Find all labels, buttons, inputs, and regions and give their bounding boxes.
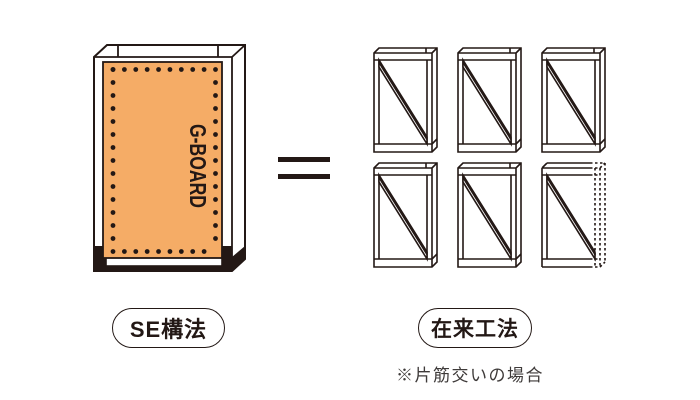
- brace-frame-2: [457, 47, 522, 153]
- top-face-joint-ticks: [117, 45, 219, 57]
- brace-frame-5: [457, 162, 522, 268]
- brace-frame-4: [373, 162, 438, 268]
- equals-sign: [278, 157, 330, 179]
- footnote: ※片筋交いの場合: [396, 366, 544, 385]
- brace-frame-1: [373, 47, 438, 153]
- se-method-label-pill: SE構法: [112, 308, 225, 348]
- conventional-frames-grid: [373, 47, 606, 268]
- gboard-sheet: [102, 61, 223, 259]
- conventional-method-label-pill: 在来工法: [418, 308, 532, 348]
- se-method-label: SE構法: [129, 317, 208, 342]
- conventional-method-label: 在来工法: [431, 318, 519, 341]
- gboard-label: G-BOARD: [185, 124, 211, 208]
- nail-dots: [110, 67, 218, 254]
- dashed-post-section: [590, 162, 606, 268]
- brace-frame-6-partial-dashed: [541, 162, 606, 268]
- brace-frame-3: [541, 47, 606, 153]
- se-panel-illustration: G-BOARD: [93, 44, 246, 272]
